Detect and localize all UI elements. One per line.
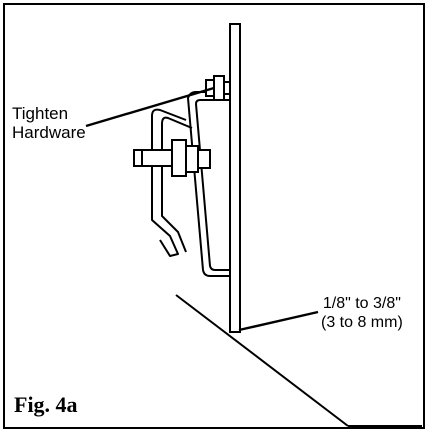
figure-frame	[3, 3, 425, 429]
gap-dimension-callout: 1/8" to 3/8" (3 to 8 mm)	[321, 294, 403, 332]
top-bolt	[205, 75, 231, 101]
gap-leader	[238, 310, 319, 332]
bracket	[187, 91, 230, 277]
floor-line	[175, 294, 422, 427]
callout-line-2: Hardware	[12, 123, 86, 142]
tighten-hardware-callout: Tighten Hardware	[12, 104, 86, 142]
gap-imperial: 1/8" to 3/8"	[322, 295, 401, 312]
middle-bolt	[133, 139, 211, 177]
leader-lines	[85, 86, 319, 332]
gap-metric: (3 to 8 mm)	[321, 314, 403, 331]
tighten-leader	[85, 86, 215, 128]
mounting-plate	[229, 23, 241, 333]
figure-caption: Fig. 4a	[14, 392, 78, 417]
spring-clip	[151, 108, 193, 257]
callout-line-1: Tighten	[12, 104, 69, 123]
